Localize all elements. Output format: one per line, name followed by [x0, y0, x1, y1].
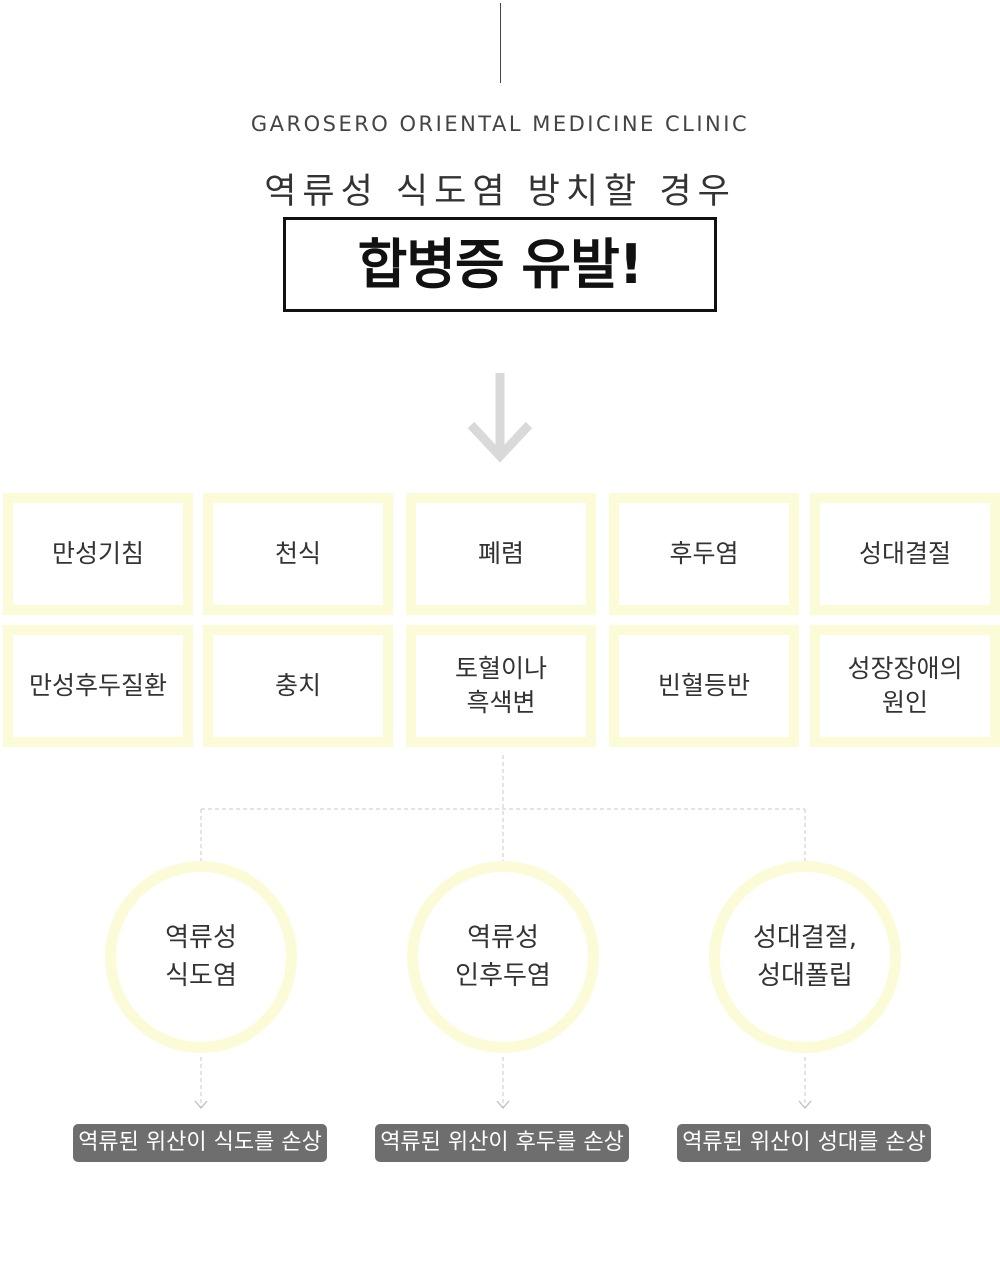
condition-label: 역류성 인후두염 [418, 872, 588, 1042]
effect-badge: 역류된 위산이 후두를 손상 [375, 1124, 629, 1162]
condition-circle: 역류성 인후두염 [407, 861, 599, 1053]
complication-tile: 만성후두질환 [3, 625, 193, 747]
complication-tile: 토혈이나 흑색변 [406, 625, 596, 747]
complication-label: 성대결절 [820, 503, 990, 605]
condition-label: 성대결절, 성대폴립 [720, 872, 890, 1042]
condition-circle: 성대결절, 성대폴립 [709, 861, 901, 1053]
complication-label: 폐렴 [416, 503, 586, 605]
emphasis-text: 합병증 유발! [357, 233, 644, 296]
complication-label: 만성후두질환 [13, 635, 183, 737]
complication-tile: 성대결절 [810, 493, 1000, 615]
complication-label: 토혈이나 흑색변 [416, 635, 586, 737]
condition-circle: 역류성 식도염 [105, 861, 297, 1053]
clinic-name: GAROSERO ORIENTAL MEDICINE CLINIC [250, 112, 750, 136]
complication-label: 천식 [213, 503, 383, 605]
top-divider-line [500, 3, 501, 83]
complication-tile: 빈혈등반 [609, 625, 799, 747]
complication-label: 빈혈등반 [619, 635, 789, 737]
complication-tile: 충치 [203, 625, 393, 747]
complication-tile: 후두염 [609, 493, 799, 615]
complication-label: 만성기침 [13, 503, 183, 605]
complication-label: 성장장애의 원인 [820, 635, 990, 737]
down-arrow-icon [467, 373, 533, 463]
complication-tile: 천식 [203, 493, 393, 615]
complication-label: 충치 [213, 635, 383, 737]
complication-tile: 만성기침 [3, 493, 193, 615]
headline: 역류성 식도염 방치할 경우 [264, 172, 736, 212]
complication-tile: 폐렴 [406, 493, 596, 615]
complication-label: 후두염 [619, 503, 789, 605]
condition-label: 역류성 식도염 [116, 872, 286, 1042]
complication-tile: 성장장애의 원인 [810, 625, 1000, 747]
emphasis-box: 합병증 유발! [283, 217, 717, 312]
effect-badge: 역류된 위산이 성대를 손상 [677, 1124, 931, 1162]
effect-badge: 역류된 위산이 식도를 손상 [73, 1124, 327, 1162]
